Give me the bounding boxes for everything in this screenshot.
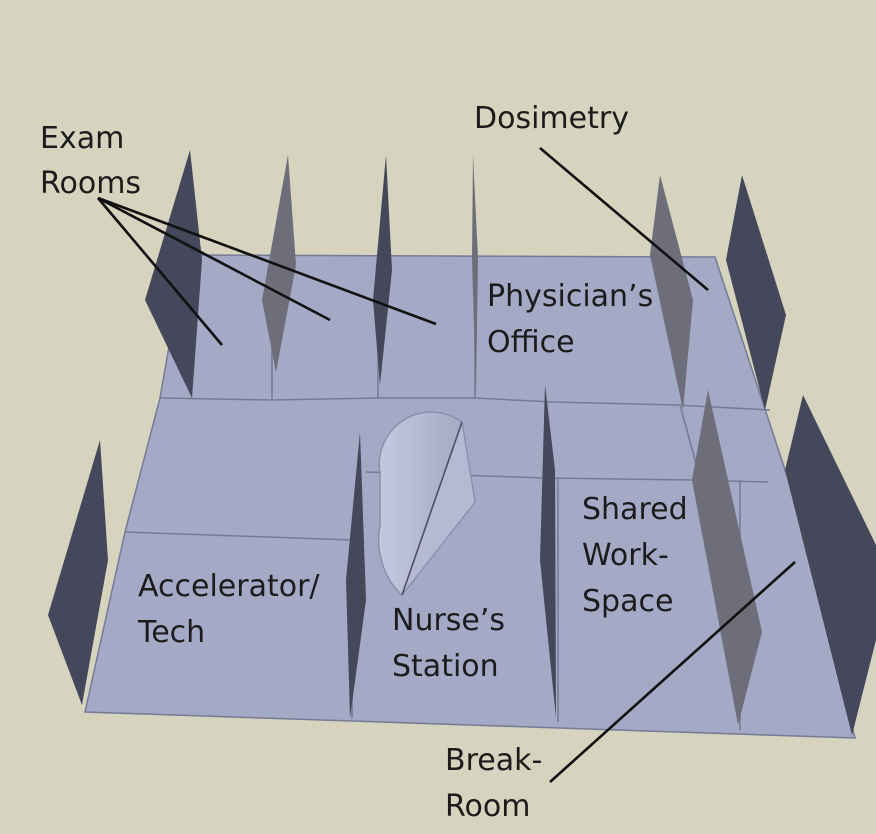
pointer-lines [97, 147, 796, 783]
wall-fin [145, 150, 202, 398]
wall-fin [48, 440, 108, 705]
label-physicians-office: Physician’s Office [487, 279, 663, 360]
wall-fin [650, 175, 693, 410]
wall-fin [346, 432, 366, 718]
label-dosimetry: Dosimetry [474, 101, 629, 136]
label-nurses-station: Nurse’s Station [392, 603, 515, 684]
nurses-station-desk [377, 411, 476, 597]
label-accelerator-tech: Accelerator/ Tech [137, 569, 329, 650]
label-exam-rooms: Exam Rooms [40, 121, 141, 201]
wall-fin [262, 155, 296, 372]
wall-fin [540, 385, 556, 718]
wall-fin [785, 395, 876, 735]
wall-fin [692, 390, 762, 725]
label-break-room: Break- Room [445, 743, 552, 824]
wall-fin [726, 175, 786, 410]
label-shared-workspace: Shared Work- Space [582, 492, 697, 619]
wall-fin [472, 155, 478, 395]
wall-fin [373, 155, 392, 385]
